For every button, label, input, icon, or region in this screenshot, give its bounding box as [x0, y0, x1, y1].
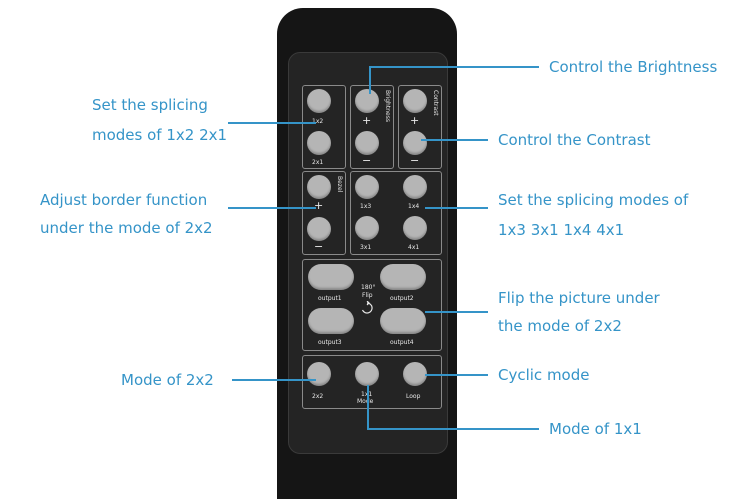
- splicing-13-annotation-line1: Set the splicing modes of: [498, 191, 689, 209]
- mode-1x1-pointer-vertical: [367, 385, 369, 429]
- contrast-group: [398, 85, 442, 169]
- button-3x1[interactable]: [355, 216, 379, 240]
- contrast-pointer-line: [421, 139, 488, 141]
- mode-2x2-button[interactable]: [307, 362, 331, 386]
- flip-degree-label: 180°: [361, 284, 376, 291]
- bezel-plus-sign: +: [314, 199, 324, 212]
- flip-annotation-line1: Flip the picture under: [498, 289, 660, 307]
- brightness-up-button[interactable]: [355, 89, 379, 113]
- splicing-12-group: [302, 85, 346, 169]
- contrast-annotation: Control the Contrast: [498, 131, 651, 149]
- button-1x4[interactable]: [403, 175, 427, 199]
- mode-1x1-pointer-line: [367, 428, 539, 430]
- bezel-minus-sign: −: [314, 240, 324, 253]
- brightness-plus-sign: +: [362, 114, 372, 127]
- bezel-group: [302, 171, 346, 255]
- contrast-up-button[interactable]: [403, 89, 427, 113]
- cyclic-annotation: Cyclic mode: [498, 366, 590, 384]
- splicing-13-group: [350, 171, 442, 255]
- brightness-pointer-vertical: [369, 66, 371, 94]
- label-output4: output4: [390, 339, 414, 346]
- button-1x2[interactable]: [307, 89, 331, 113]
- label-output3: output3: [318, 339, 342, 346]
- splicing-12-annotation-line1: Set the splicing: [92, 96, 208, 114]
- output4-button[interactable]: [380, 308, 426, 334]
- label-1x2: 1x2: [312, 118, 324, 125]
- mode-label: Mode: [357, 398, 374, 405]
- button-1x3[interactable]: [355, 175, 379, 199]
- rotate-icon: [361, 301, 373, 314]
- mode-2x2-annotation: Mode of 2x2: [121, 371, 214, 389]
- brightness-pointer-line: [369, 66, 539, 68]
- label-3x1: 3x1: [360, 244, 372, 251]
- label-1x3: 1x3: [360, 203, 372, 210]
- loop-button[interactable]: [403, 362, 427, 386]
- flip-label: Flip: [362, 292, 373, 299]
- flip-pointer-line: [425, 311, 488, 313]
- contrast-label: Contrast: [432, 90, 439, 116]
- border-annotation-line1: Adjust border function: [40, 191, 208, 209]
- mode-group: [302, 355, 442, 409]
- splicing-13-annotation-line2: 1x3 3x1 1x4 4x1: [498, 221, 625, 239]
- bezel-down-button[interactable]: [307, 217, 331, 241]
- splicing-12-annotation-line2: modes of 1x2 2x1: [92, 126, 228, 144]
- label-output2: output2: [390, 295, 414, 302]
- brightness-label: Brightness: [384, 90, 391, 122]
- label-1x4: 1x4: [408, 203, 420, 210]
- flip-annotation-line2: the mode of 2x2: [498, 317, 622, 335]
- flip-group: [302, 259, 442, 351]
- mode-1x1-annotation: Mode of 1x1: [549, 420, 642, 438]
- label-loop: Loop: [406, 393, 421, 400]
- label-output1: output1: [318, 295, 342, 302]
- contrast-down-button[interactable]: [403, 131, 427, 155]
- brightness-down-button[interactable]: [355, 131, 379, 155]
- output1-button[interactable]: [308, 264, 354, 290]
- label-mode-1x1: 1x1: [361, 391, 372, 398]
- button-4x1[interactable]: [403, 216, 427, 240]
- brightness-annotation: Control the Brightness: [549, 58, 718, 76]
- output2-button[interactable]: [380, 264, 426, 290]
- brightness-minus-sign: −: [362, 154, 372, 167]
- cyclic-pointer-line: [425, 374, 488, 376]
- contrast-plus-sign: +: [410, 114, 420, 127]
- contrast-minus-sign: −: [410, 154, 420, 167]
- mode-2x2-pointer-line: [232, 379, 316, 381]
- bezel-label: Bezel: [336, 176, 343, 193]
- splicing-13-pointer-line: [425, 207, 488, 209]
- mode-1x1-button[interactable]: [355, 362, 379, 386]
- border-pointer-line: [228, 207, 316, 209]
- splicing-12-pointer-line: [228, 122, 316, 124]
- label-4x1: 4x1: [408, 244, 420, 251]
- bezel-up-button[interactable]: [307, 175, 331, 199]
- output3-button[interactable]: [308, 308, 354, 334]
- border-annotation-line2: under the mode of 2x2: [40, 219, 213, 237]
- label-2x1: 2x1: [312, 159, 324, 166]
- label-mode-2x2: 2x2: [312, 393, 324, 400]
- button-2x1[interactable]: [307, 131, 331, 155]
- brightness-group: [350, 85, 394, 169]
